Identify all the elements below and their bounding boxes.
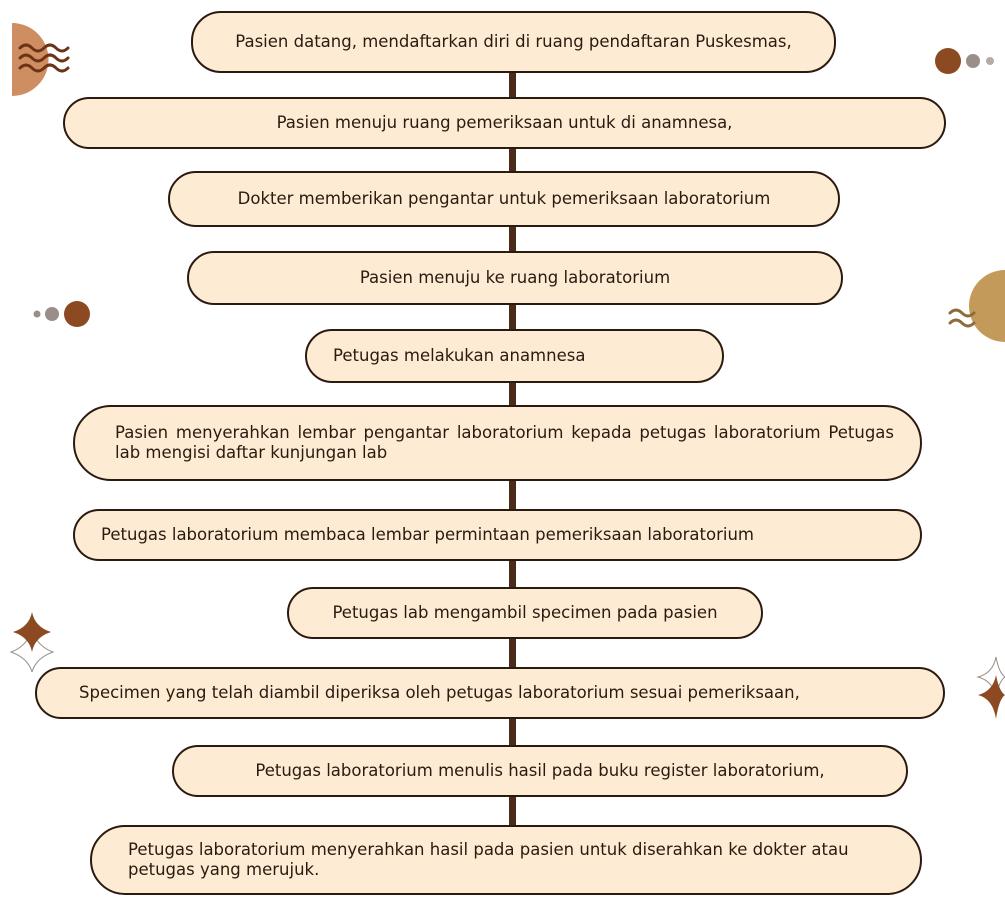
flow-step-8: Petugas lab mengambil specimen pada pasi… — [287, 587, 763, 639]
flow-step-label: Petugas lab mengambil specimen pada pasi… — [332, 603, 718, 622]
connector — [509, 796, 516, 826]
flow-step-label: Pasien menuju ruang pemeriksaan untuk di… — [276, 113, 733, 132]
flow-step-3: Dokter memberikan pengantar untuk pemeri… — [168, 171, 840, 227]
sparkle-icon — [9, 612, 55, 672]
connector — [509, 480, 516, 510]
connector — [509, 718, 516, 746]
flow-step-5: Petugas melakukan anamnesa — [305, 329, 724, 383]
sparkle-icon — [976, 656, 1005, 719]
flow-step-7: Petugas laboratorium membaca lembar perm… — [73, 509, 922, 561]
flow-step-label: Pasien menuju ke ruang laboratorium — [359, 268, 671, 287]
flow-step-6: Pasien menyerahkan lembar pengantar labo… — [73, 405, 922, 481]
flow-step-label: Pasien menyerahkan lembar pengantar labo… — [115, 423, 894, 462]
flow-step-4: Pasien menuju ke ruang laboratorium — [187, 251, 843, 305]
flow-step-11: Petugas laboratorium menyerahkan hasil p… — [90, 825, 922, 895]
flow-step-label: Petugas laboratorium menyerahkan hasil p… — [128, 840, 849, 879]
flow-step-label: Pasien datang, mendaftarkan diri di ruan… — [235, 32, 792, 51]
connector — [509, 560, 516, 588]
flow-step-label: Dokter memberikan pengantar untuk pemeri… — [237, 189, 771, 208]
dots-icon — [935, 48, 994, 74]
connector — [509, 148, 516, 172]
wave-circle-icon — [12, 23, 70, 96]
connector — [509, 226, 516, 252]
connector — [509, 382, 516, 406]
connector — [509, 304, 516, 330]
connector — [509, 638, 516, 668]
connector — [509, 72, 516, 98]
flow-step-9: Specimen yang telah diambil diperiksa ol… — [35, 667, 945, 719]
flow-step-1: Pasien datang, mendaftarkan diri di ruan… — [191, 11, 836, 73]
wave-circle-icon — [948, 270, 1005, 342]
flow-step-label: Specimen yang telah diambil diperiksa ol… — [79, 683, 800, 702]
flow-step-label: Petugas melakukan anamnesa — [333, 346, 586, 365]
flow-step-2: Pasien menuju ruang pemeriksaan untuk di… — [63, 97, 946, 149]
flow-step-10: Petugas laboratorium menulis hasil pada … — [172, 745, 908, 797]
flow-step-label: Petugas laboratorium membaca lembar perm… — [101, 525, 755, 544]
flow-step-label: Petugas laboratorium menulis hasil pada … — [255, 761, 825, 780]
dots-icon — [33, 301, 90, 327]
